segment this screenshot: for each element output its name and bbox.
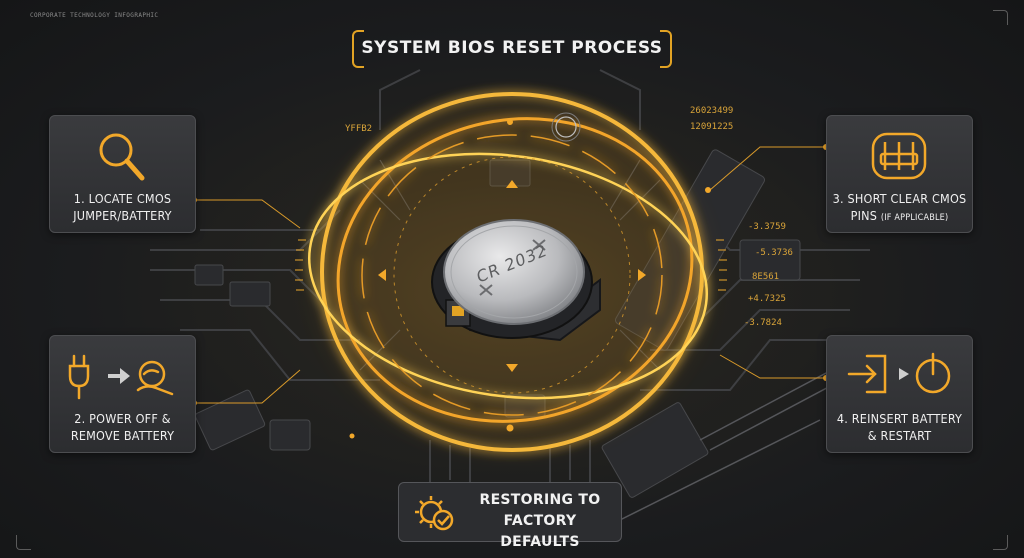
readout-8: YFFB2 bbox=[345, 124, 373, 134]
step-card-short-pins: 3. SHORT CLEAR CMOS PINS (IF APPLICABLE) bbox=[826, 115, 973, 233]
step-3-line2: PINS bbox=[850, 208, 878, 223]
title-bracket-right bbox=[660, 30, 672, 68]
step-card-power-off: 2. POWER OFF & REMOVE BATTERY bbox=[49, 335, 196, 453]
page-title: SYSTEM BIOS RESET PROCESS bbox=[352, 30, 672, 68]
step-1-line1: 1. LOCATE CMOS bbox=[73, 191, 172, 206]
factory-defaults-box: RESTORING TO FACTORY DEFAULTS bbox=[398, 482, 622, 550]
step-3-line1: 3. SHORT CLEAR CMOS bbox=[832, 191, 967, 206]
readout-4: -5.3736 bbox=[755, 248, 793, 258]
step-4-line2: & RESTART bbox=[867, 428, 932, 443]
factory-defaults-label: RESTORING TO FACTORY DEFAULTS bbox=[463, 490, 617, 553]
enter-and-power-icon bbox=[847, 352, 951, 394]
frame-corner-top-right bbox=[993, 10, 1008, 25]
readout-1: 26023499 bbox=[690, 106, 734, 116]
readout-6: +4.7325 bbox=[748, 294, 786, 304]
step-label-4: 4. REINSERT BATTERY & RESTART bbox=[831, 410, 968, 444]
bottom-line1: RESTORING TO bbox=[479, 492, 601, 508]
gear-check-icon bbox=[415, 496, 454, 531]
step-2-line2: REMOVE BATTERY bbox=[70, 428, 175, 443]
step-label-1: 1. LOCATE CMOS JUMPER/BATTERY bbox=[54, 190, 191, 224]
step-card-locate: 1. LOCATE CMOS JUMPER/BATTERY bbox=[49, 115, 196, 233]
step-4-line1: 4. REINSERT BATTERY bbox=[836, 411, 963, 426]
title-bracket-left bbox=[352, 30, 364, 68]
readout-7: -3.7824 bbox=[744, 318, 782, 328]
jumper-pins-icon bbox=[871, 132, 927, 180]
step-3-sub: (IF APPLICABLE) bbox=[880, 213, 949, 223]
step-card-reinsert: 4. REINSERT BATTERY & RESTART bbox=[826, 335, 973, 453]
corner-label: CORPORATE TECHNOLOGY INFOGRAPHIC bbox=[30, 12, 159, 19]
magnifier-icon bbox=[99, 133, 145, 181]
step-1-line2: JUMPER/BATTERY bbox=[73, 208, 172, 223]
readout-2: 12091225 bbox=[690, 122, 734, 132]
step-2-line1: 2. POWER OFF & bbox=[74, 411, 171, 426]
frame-corner-bottom-right bbox=[993, 535, 1008, 550]
readout-5: 8E561 bbox=[752, 272, 780, 282]
title-text: SYSTEM BIOS RESET PROCESS bbox=[361, 38, 663, 58]
readout-3: -3.3759 bbox=[748, 222, 786, 232]
step-label-3: 3. SHORT CLEAR CMOS PINS (IF APPLICABLE) bbox=[831, 190, 968, 227]
frame-corner-bottom-left bbox=[16, 535, 31, 550]
bottom-line2: FACTORY DEFAULTS bbox=[500, 513, 580, 550]
step-label-2: 2. POWER OFF & REMOVE BATTERY bbox=[54, 410, 191, 444]
plug-and-hand-icon bbox=[68, 354, 174, 400]
